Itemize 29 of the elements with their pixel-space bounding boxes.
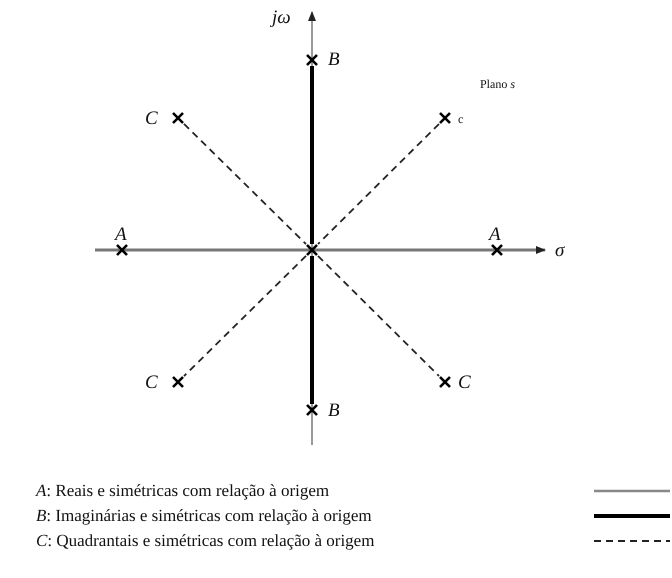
legend-text: A: Reais e simétricas com relação à origem (36, 482, 330, 499)
point-label: B (328, 401, 340, 420)
pole-marker-icon (306, 244, 318, 256)
pole-marker-icon (439, 112, 451, 124)
pole-marker-icon (172, 112, 184, 124)
point-label: A (115, 225, 127, 244)
point-label: B (328, 50, 340, 69)
locus-line (310, 66, 314, 244)
dashed-locus-line (317, 255, 440, 377)
locus-line (310, 256, 314, 404)
legend-text: C: Quadrantais e simétricas com relação à origem (36, 532, 374, 549)
pole-marker-icon (439, 376, 451, 388)
legend-text: B: Imaginárias e simétricas com relação à origem (36, 507, 372, 524)
axis-label: jω (272, 8, 291, 27)
pole-marker-icon (306, 404, 318, 416)
pole-marker-icon (306, 54, 318, 66)
point-label: C (458, 373, 471, 392)
point-label: C (145, 109, 158, 128)
dashed-locus-line (183, 255, 307, 377)
dashed-locus-line (317, 123, 440, 245)
pole-marker-icon (116, 244, 128, 256)
pole-marker-icon (172, 376, 184, 388)
plane-label: Plano s (480, 78, 516, 90)
point-label: C (145, 373, 158, 392)
axis-label: σ (555, 241, 564, 260)
dashed-locus-line (183, 123, 307, 245)
point-label: c (458, 113, 464, 125)
point-label: A (489, 225, 501, 244)
pole-marker-icon (491, 244, 503, 256)
